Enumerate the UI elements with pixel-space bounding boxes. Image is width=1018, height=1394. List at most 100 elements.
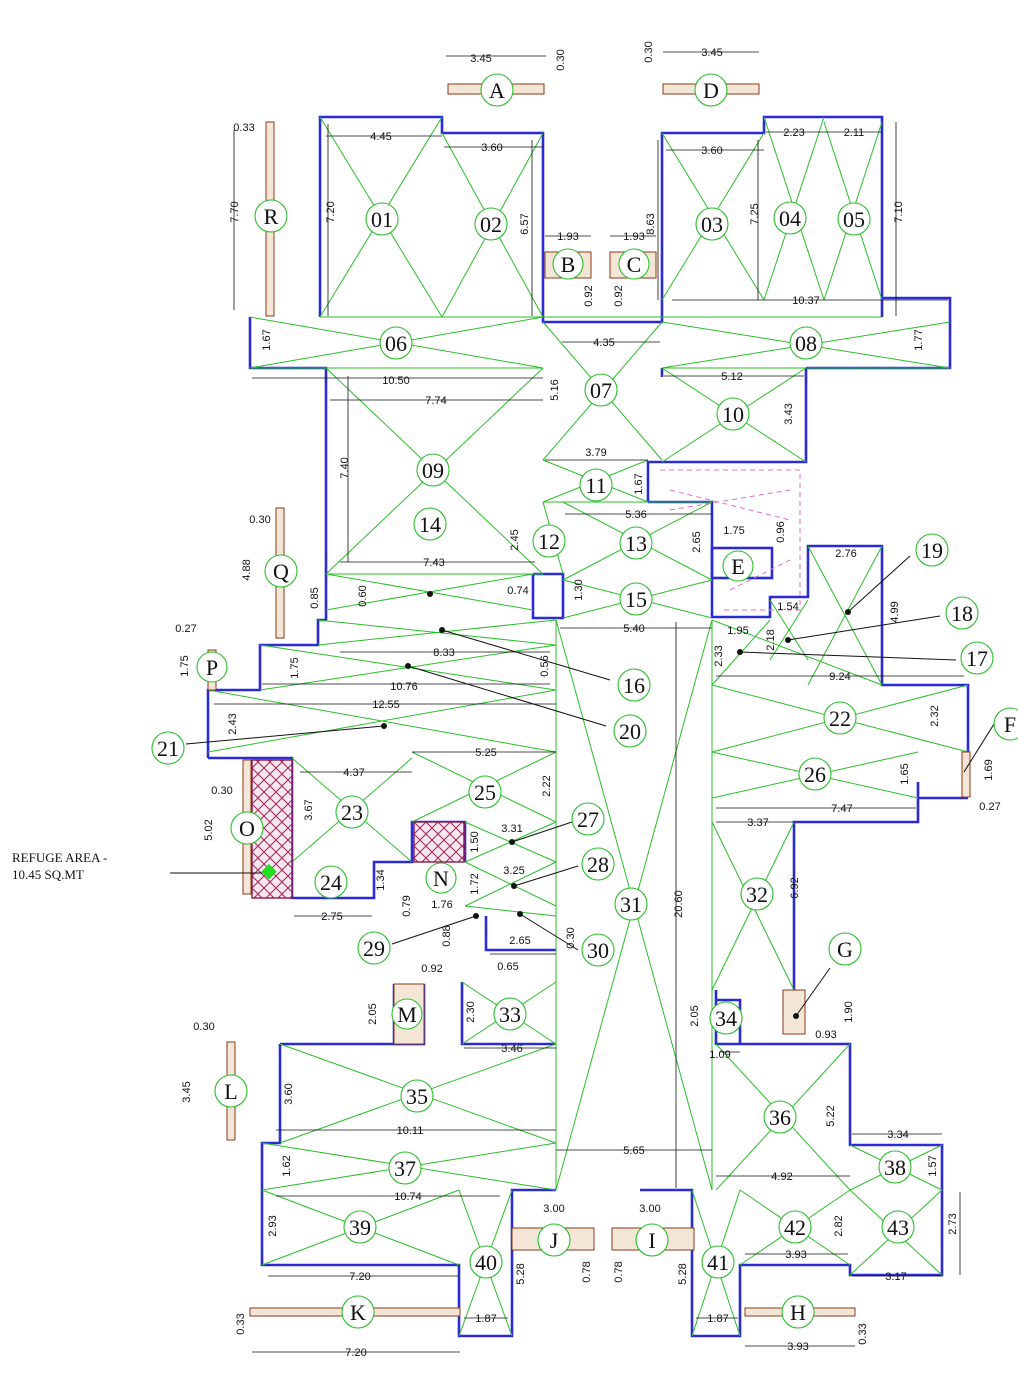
dim-s23-height: 3.67 xyxy=(303,799,315,820)
svg-text:10: 10 xyxy=(722,402,744,427)
dim-s09-height: 7.40 xyxy=(339,457,351,478)
dim-s19-width: 2.76 xyxy=(835,548,856,560)
svg-text:M: M xyxy=(397,1002,417,1027)
dim-i-width: 3.00 xyxy=(639,1203,660,1215)
dim-s33-height: 2.30 xyxy=(465,1001,477,1022)
dim-s42-width: 3.93 xyxy=(785,1249,806,1261)
beam-i: I xyxy=(635,1223,669,1257)
lift-region xyxy=(660,469,801,611)
dim-s25-width: 5.25 xyxy=(475,747,496,759)
refuge-area-value: 10.45 SQ.MT xyxy=(12,867,84,882)
dim-s39-height: 2.93 xyxy=(267,1215,279,1236)
dim-s32-width: 3.37 xyxy=(747,817,768,829)
beam-h: H xyxy=(781,1295,815,1329)
svg-text:B: B xyxy=(561,252,576,277)
slab-13: 13 xyxy=(619,526,653,560)
slab-18: 18 xyxy=(945,596,979,630)
dim-a-width: 3.45 xyxy=(470,53,491,65)
beam-g: G xyxy=(828,932,862,966)
slab-15: 15 xyxy=(619,582,653,616)
beam-o: O xyxy=(230,811,264,845)
svg-text:41: 41 xyxy=(707,1250,729,1275)
dim-n-height: 0.79 xyxy=(401,895,413,916)
svg-text:38: 38 xyxy=(884,1155,906,1180)
slab-36: 36 xyxy=(763,1100,797,1134)
dim-s01-height: 7.20 xyxy=(325,201,337,222)
dim-s25-height: 2.22 xyxy=(541,775,553,796)
svg-text:R: R xyxy=(264,204,279,229)
dim-s14-height: 0.60 xyxy=(357,585,369,606)
dim-s15-a: 0.74 xyxy=(507,585,528,597)
dim-m-height: 2.05 xyxy=(367,1003,379,1024)
svg-text:03: 03 xyxy=(701,212,723,237)
dim-s11-height: 1.67 xyxy=(633,473,645,494)
svg-text:43: 43 xyxy=(887,1215,909,1240)
dim-s15-width: 5.40 xyxy=(623,623,644,635)
dim-s39-bottom: 7.20 xyxy=(349,1271,370,1283)
dim-s07-width: 4.35 xyxy=(593,337,614,349)
svg-text:D: D xyxy=(703,78,719,103)
slab-03: 03 xyxy=(695,207,729,241)
dim-s27-height: 1.50 xyxy=(469,831,481,852)
svg-text:20: 20 xyxy=(619,719,641,744)
dim-n-width: 1.76 xyxy=(431,899,452,911)
dim-s12-height: 2.45 xyxy=(509,529,521,550)
dim-s15-b: 1.30 xyxy=(573,579,585,600)
slab-07: 07 xyxy=(584,373,618,407)
svg-text:24: 24 xyxy=(320,870,342,895)
beam-b: B xyxy=(552,248,584,280)
svg-text:O: O xyxy=(239,816,255,841)
beam-d: D xyxy=(694,73,728,107)
beam-q: Q xyxy=(264,554,298,588)
svg-text:28: 28 xyxy=(587,852,609,877)
beam-j: J xyxy=(537,1223,571,1257)
dim-s39-width: 10.74 xyxy=(394,1191,422,1203)
slab-06: 06 xyxy=(379,326,413,360)
svg-text:15: 15 xyxy=(625,587,647,612)
dim-f-height: 1.69 xyxy=(983,759,995,780)
dim-s06-width: 10.50 xyxy=(382,375,410,387)
svg-text:29: 29 xyxy=(363,936,385,961)
dim-s06-height: 1.67 xyxy=(261,329,273,350)
beam-r: R xyxy=(254,199,288,233)
dim-i-height: 0.78 xyxy=(613,1261,625,1282)
slab-27: 27 xyxy=(571,802,605,836)
slab-12: 12 xyxy=(532,524,566,558)
slab-42: 42 xyxy=(778,1210,812,1244)
slab-35: 35 xyxy=(400,1079,434,1113)
dim-s08-height: 1.77 xyxy=(913,329,925,350)
slab-21: 21 xyxy=(151,731,185,765)
svg-text:16: 16 xyxy=(623,673,645,698)
dim-s10-height: 3.43 xyxy=(783,403,795,424)
slab-17: 17 xyxy=(960,641,994,675)
slab-26: 26 xyxy=(798,757,832,791)
dim-j-width: 3.00 xyxy=(543,1203,564,1215)
svg-text:01: 01 xyxy=(371,207,393,232)
dim-j-height: 0.78 xyxy=(581,1261,593,1282)
dim-s37-height: 1.62 xyxy=(281,1155,293,1176)
beam-k: K xyxy=(341,1295,375,1329)
dim-m-width: 0.92 xyxy=(421,963,442,975)
dim-s20-width: 10.76 xyxy=(390,681,418,693)
dim-s02-height: 6.57 xyxy=(519,213,531,234)
beam-labels: A B C D E F G H I J K L M N O P Q R xyxy=(196,73,1018,1329)
dim-l-width: 0.30 xyxy=(193,1021,214,1033)
dim-s43-height: 2.73 xyxy=(947,1213,959,1234)
slab-labels: 01 02 03 04 05 06 07 08 09 10 11 12 13 1… xyxy=(151,201,994,1279)
beam-n: N xyxy=(425,862,457,894)
dimension-labels: 3.45 0.30 3.45 0.30 4.45 7.20 3.60 6.57 … xyxy=(175,41,1000,1359)
slab-16: 16 xyxy=(617,668,651,702)
dim-s13-width: 5.36 xyxy=(625,509,646,521)
dim-f-width: 0.27 xyxy=(979,801,1000,813)
dim-p-width: 0.27 xyxy=(175,623,196,635)
slab-30: 30 xyxy=(581,933,615,967)
dim-s18-width: 1.54 xyxy=(777,601,798,613)
dim-s07-height: 5.16 xyxy=(549,379,561,400)
slab-33: 33 xyxy=(493,997,527,1031)
dim-s09-width: 7.74 xyxy=(425,395,446,407)
slab-23: 23 xyxy=(335,795,369,829)
dim-d-height: 0.30 xyxy=(643,41,655,62)
dim-h-width: 3.93 xyxy=(787,1341,808,1353)
svg-text:36: 36 xyxy=(769,1105,791,1130)
slab-37: 37 xyxy=(388,1151,422,1185)
